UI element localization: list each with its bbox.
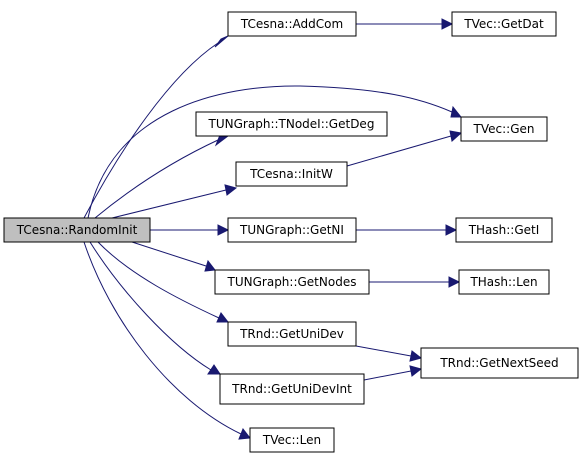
edge-line [355,345,412,357]
node-get-uni-dev-int-box [219,373,365,405]
edge-arrowhead [409,350,423,362]
node-add-com-box [227,11,357,37]
node-get-ni[interactable]: TUNGraph::GetNI [227,217,357,243]
node-random-init[interactable]: TCesna::RandomInit [3,217,151,243]
node-vec-len[interactable]: TVec::Len [249,427,335,453]
edge-arrowhead [441,18,454,30]
edge-arrowhead [409,365,423,377]
node-add-com-label: TCesna::AddCom [240,17,343,31]
edge-get-nodes-to-hash-len [369,276,461,288]
edge-random-init-to-vec-len [83,241,251,440]
node-get-nodes[interactable]: TUNGraph::GetNodes [214,269,370,295]
node-add-com[interactable]: TCesna::AddCom [227,11,357,37]
edge-get-uni-dev-to-get-next-seed [355,345,423,362]
node-get-uni-dev-int[interactable]: TRnd::GetUniDevInt [219,373,365,405]
node-get-uni-dev-int-label: TRnd::GetUniDevInt [231,382,352,396]
edge-line [94,139,219,219]
node-gen-box [460,116,548,142]
node-vec-len-box [249,427,335,453]
edge-arrowhead [449,130,463,142]
node-random-init-box [3,217,151,243]
edge-arrowhead [217,224,230,236]
node-get-nodes-box [214,269,370,295]
edge-arrowhead [238,428,251,440]
edge-line [83,42,219,219]
node-gen-label: TVec::Gen [473,122,535,136]
edge-random-init-to-gen [87,85,463,219]
edge-arrowhead [207,364,221,375]
node-get-dat[interactable]: TVec::GetDat [451,11,557,37]
node-get-uni-dev-box [227,321,357,347]
node-get-ni-box [227,217,357,243]
edge-line [87,85,453,219]
node-get-deg[interactable]: TUNGraph::TNodeI::GetDeg [195,111,388,137]
node-get-deg-label: TUNGraph::TNodeI::GetDeg [208,117,375,131]
node-hash-get-i[interactable]: THash::GetI [455,217,553,243]
node-init-w-box [235,161,348,187]
edge-get-uni-dev-int-to-get-next-seed [363,365,423,381]
node-get-ni-label: TUNGraph::GetNI [239,223,344,237]
node-hash-get-i-box [455,217,553,243]
edge-random-init-to-get-ni [150,224,230,236]
node-vec-len-label: TVec::Len [262,433,321,447]
edge-random-init-to-get-uni-dev-int [89,241,221,375]
edge-arrowhead [224,184,238,196]
node-init-w[interactable]: TCesna::InitW [235,161,348,187]
edge-line [89,241,212,371]
edge-init-w-to-gen [346,130,463,167]
node-get-next-seed-label: TRnd::GetNextSeed [439,356,558,370]
node-hash-len-label: THash::Len [469,275,537,289]
node-gen[interactable]: TVec::Gen [460,116,548,142]
node-init-w-label: TCesna::InitW [249,167,333,181]
edge-arrowhead [450,105,463,118]
node-random-init-label: TCesna::RandomInit [16,223,138,237]
edge-line [97,241,220,319]
node-get-uni-dev-label: TRnd::GetUniDev [239,327,344,341]
edge-line [131,241,207,267]
node-get-nodes-label: TUNGraph::GetNodes [227,275,357,289]
edge-arrowhead [216,312,230,323]
edge-get-ni-to-hash-get-i [356,224,458,236]
node-get-next-seed-box [420,347,579,379]
node-hash-len[interactable]: THash::Len [458,269,550,295]
node-get-deg-box [195,111,388,137]
edge-random-init-to-add-com [83,35,229,219]
edge-arrowhead [448,276,461,288]
node-hash-len-box [458,269,550,295]
edge-arrowhead [214,35,229,48]
edge-line [111,189,227,219]
node-get-uni-dev[interactable]: TRnd::GetUniDev [227,321,357,347]
node-get-dat-box [451,11,557,37]
edge-random-init-to-get-nodes [131,241,216,272]
edge-arrowhead [445,224,458,236]
edge-line [346,135,452,167]
edge-random-init-to-init-w [111,184,238,219]
edge-random-init-to-get-uni-dev [97,241,230,323]
node-get-dat-label: TVec::GetDat [463,17,544,31]
edge-arrowhead [204,259,216,272]
edge-line [83,241,242,435]
edge-add-com-to-get-dat [356,18,454,30]
edge-line [363,370,412,381]
node-hash-get-i-label: THash::GetI [468,223,540,237]
node-get-next-seed[interactable]: TRnd::GetNextSeed [420,347,579,379]
call-graph-edges [83,18,463,440]
